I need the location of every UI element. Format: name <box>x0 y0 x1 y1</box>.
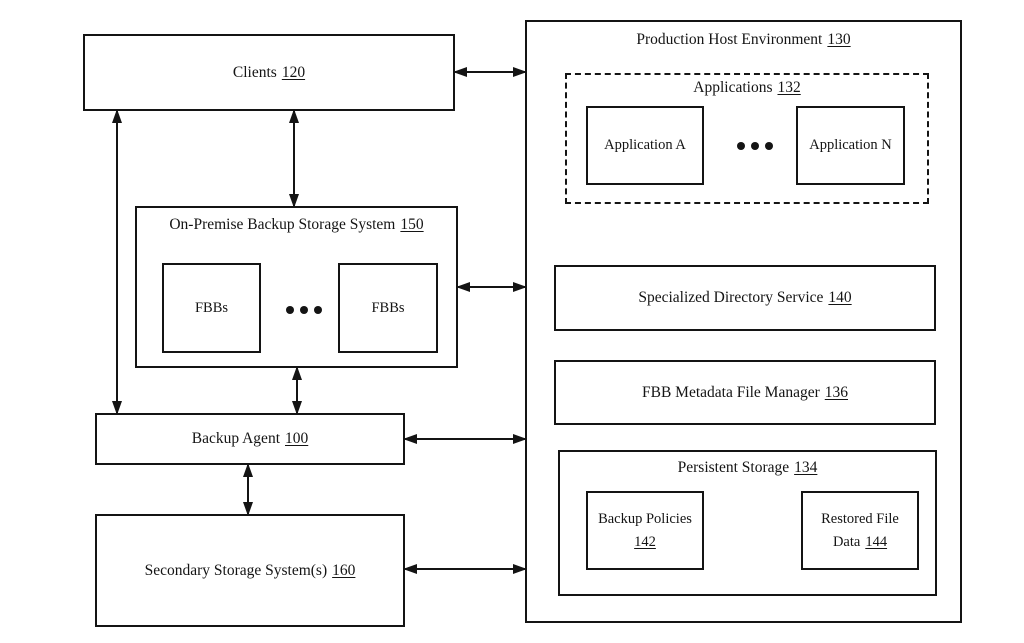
backup-policies-box: Backup Policies 142 <box>586 491 704 570</box>
arrow-onpremise-production-host <box>456 282 527 292</box>
arrow-clients-onpremise <box>289 109 299 208</box>
fbbs-left-label: FBBs <box>194 299 229 316</box>
application-a-label: Application A <box>604 137 686 154</box>
secondary-storage-box: Secondary Storage System(s)160 <box>95 514 405 627</box>
fbbs-left-box: FBBs <box>162 263 261 353</box>
application-n-box: Application N <box>796 106 905 185</box>
backup-policies-label: Backup Policies 142 <box>598 511 692 550</box>
dot-icon <box>737 142 745 150</box>
arrow-backup-agent-secondary-storage <box>243 463 253 516</box>
fbbs-right-box: FBBs <box>338 263 438 353</box>
application-a-box: Application A <box>586 106 704 185</box>
dot-icon <box>286 306 294 314</box>
dot-icon <box>314 306 322 314</box>
arrow-onpremise-backup-agent <box>292 366 302 415</box>
dot-icon <box>751 142 759 150</box>
dot-icon <box>300 306 308 314</box>
application-n-label: Application N <box>809 137 892 154</box>
arrow-clients-production-host <box>453 67 527 77</box>
arrow-clients-backup-agent <box>112 109 122 415</box>
arrow-backup-agent-production-host <box>403 434 527 444</box>
arrow-secondary-storage-production-host <box>403 564 527 574</box>
secondary-storage-label: Secondary Storage System(s)160 <box>144 561 356 579</box>
dot-icon <box>765 142 773 150</box>
fbbs-right-label: FBBs <box>371 299 405 316</box>
ellipsis-icon <box>733 140 777 152</box>
ellipsis-icon <box>282 304 326 316</box>
